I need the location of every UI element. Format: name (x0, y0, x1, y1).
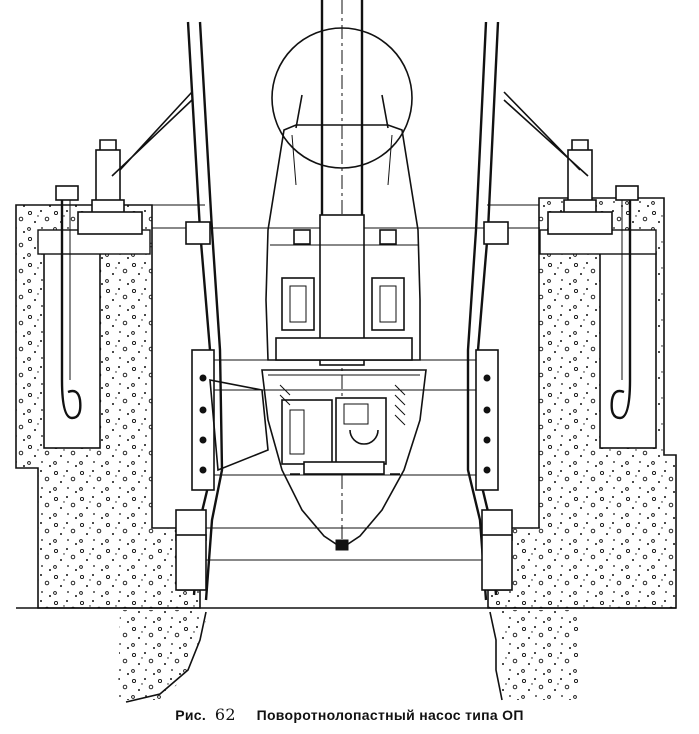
pump-section-drawing (15, 0, 677, 703)
right-foundation (487, 197, 677, 609)
casing-flanges (175, 221, 513, 591)
caption-text: Поворотнолопастный насос типа ОП (256, 707, 524, 723)
runner-cone (261, 369, 427, 551)
figure-caption: Рис. 62 Поворотнолопастный насос типа ОП (0, 705, 699, 734)
caption-label: Рис. (175, 707, 207, 723)
caption-number: 62 (214, 705, 236, 724)
hub-hatching (279, 384, 406, 426)
right-anchor-bolt (610, 185, 639, 420)
hub-internal-blocks (275, 229, 413, 361)
ground-soil (16, 607, 676, 703)
support-struts (111, 91, 589, 177)
left-support-bolt (77, 139, 143, 235)
left-anchor-bolt (55, 185, 82, 420)
right-support-bolt (547, 139, 613, 235)
blade-mechanism (281, 397, 400, 475)
flange-bolts (199, 374, 491, 474)
runner-blade-left (209, 379, 269, 472)
left-foundation (15, 204, 201, 609)
hub-fairing (265, 94, 421, 361)
